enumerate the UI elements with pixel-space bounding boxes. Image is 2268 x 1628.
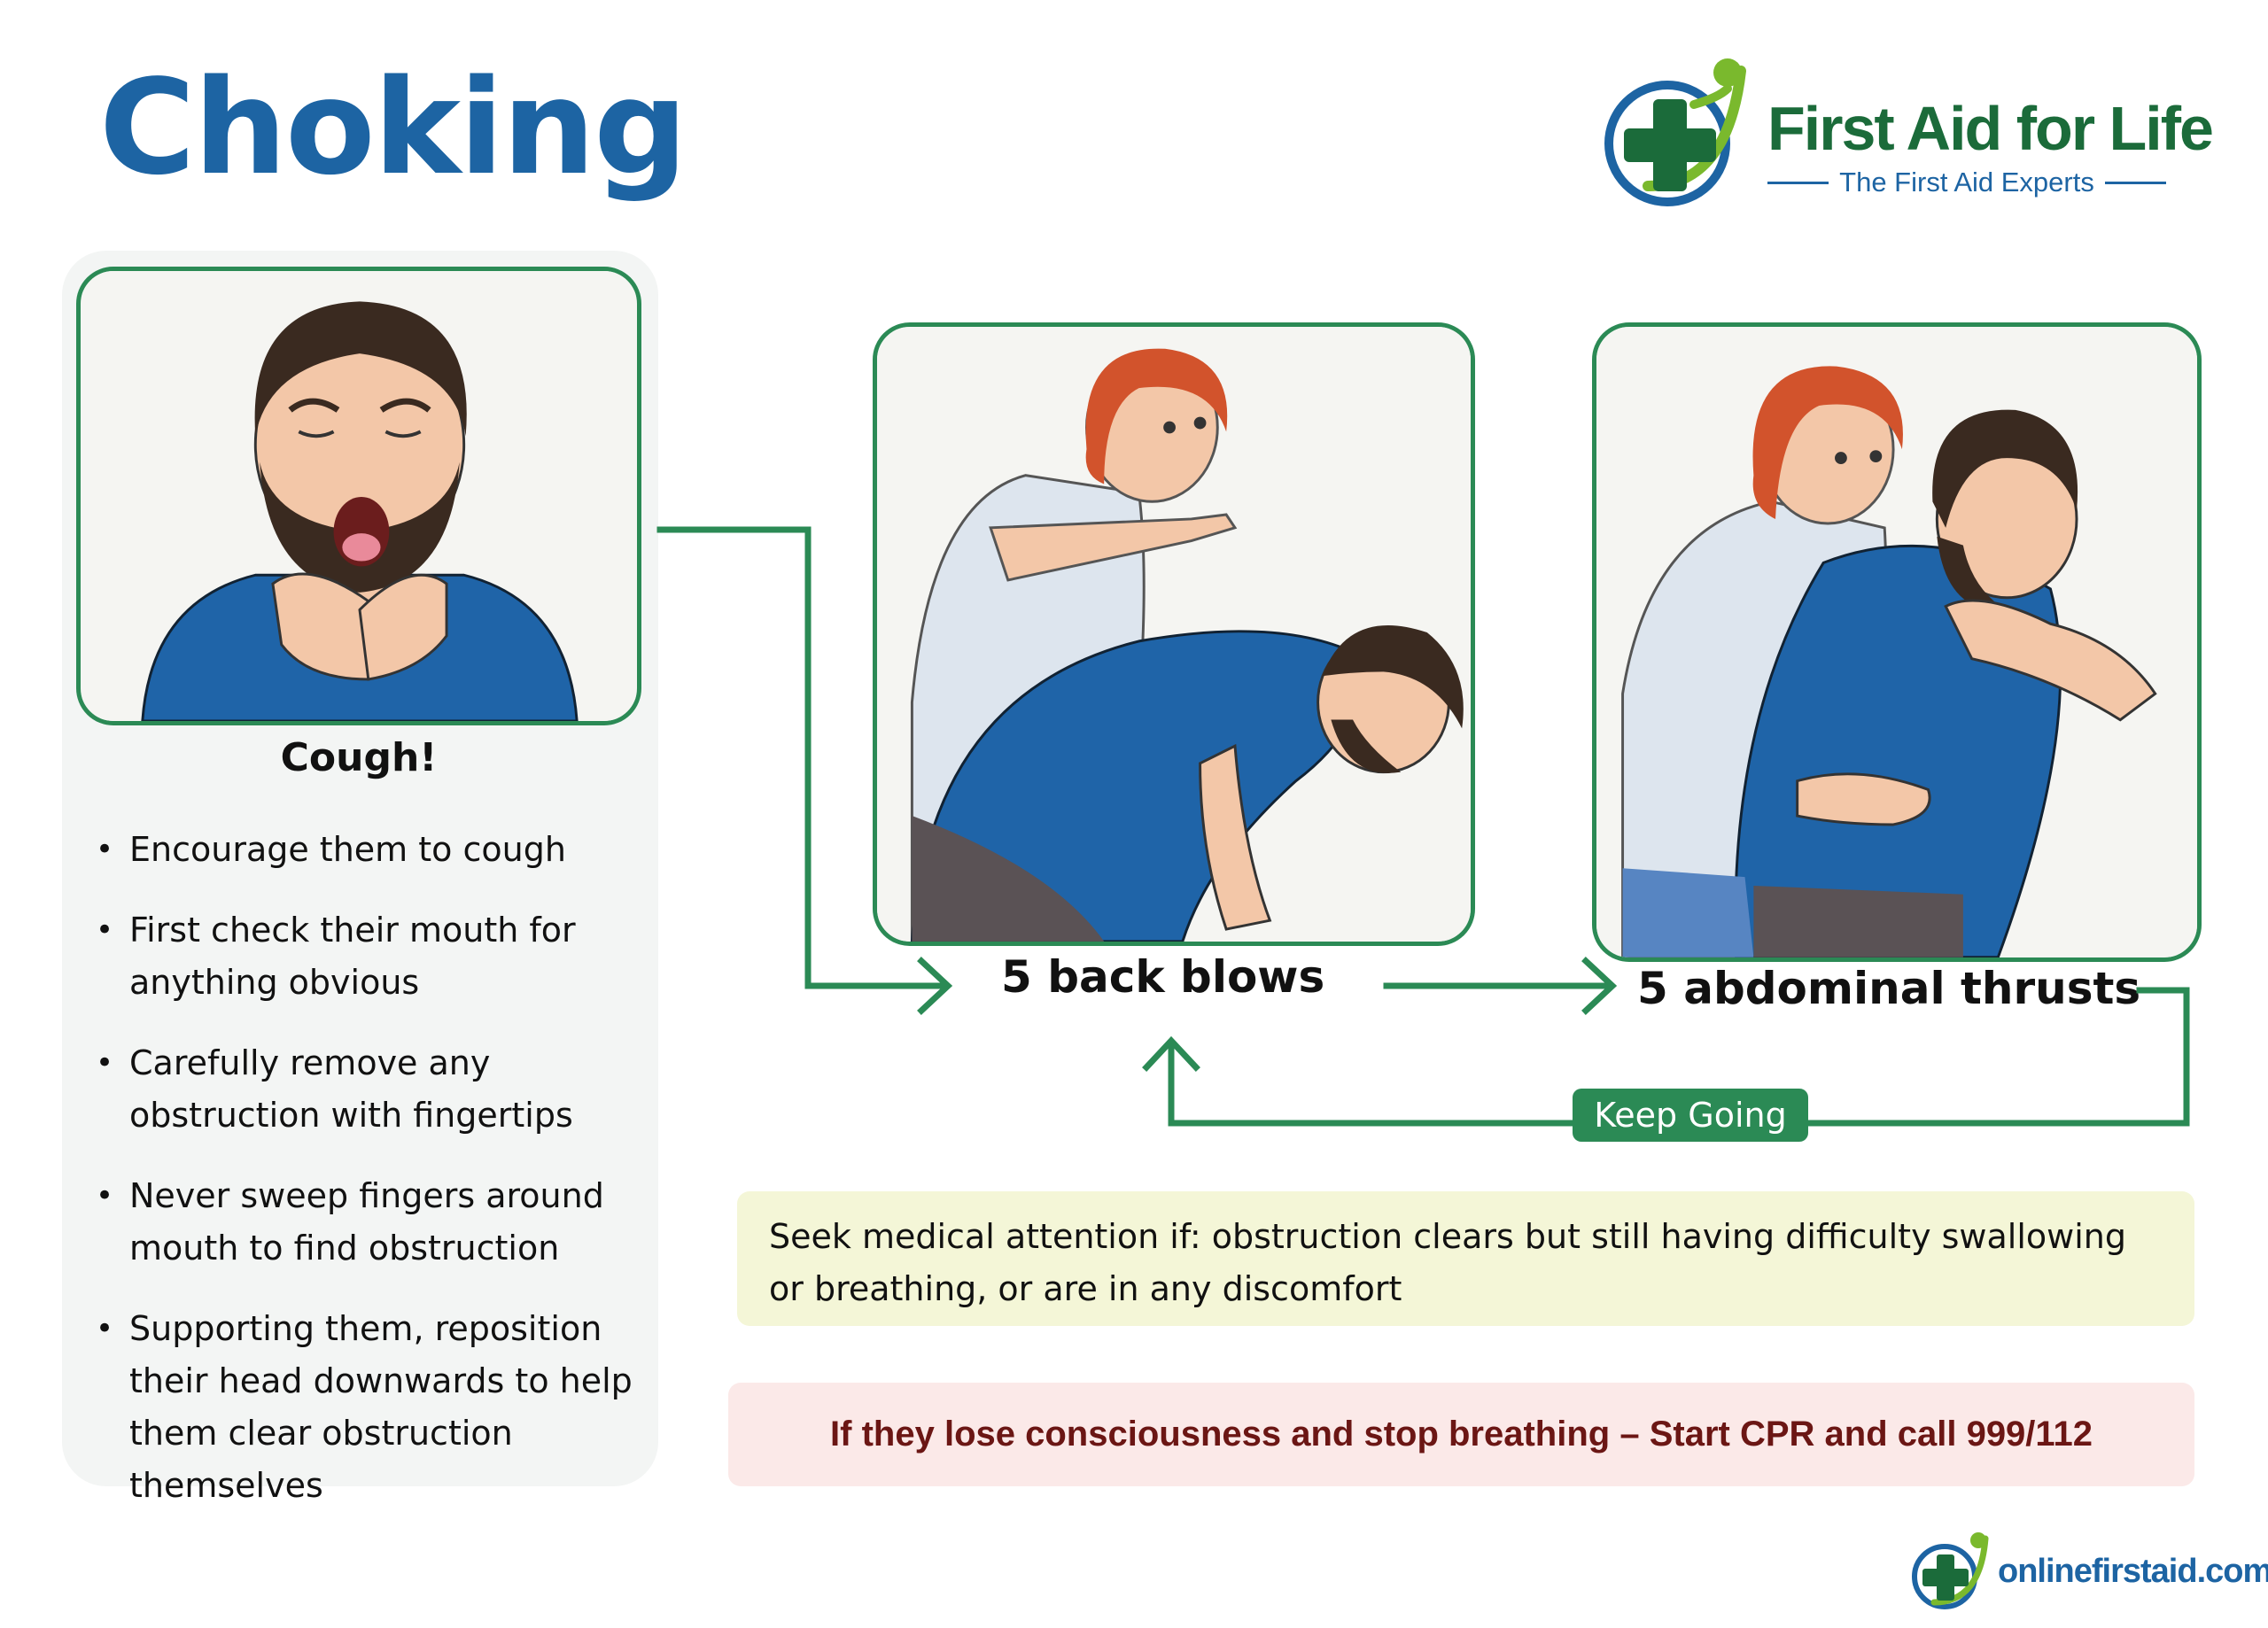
cpr-warning: If they lose consciousness and stop brea… xyxy=(728,1383,2194,1486)
abdominal-thrusts-label: 5 abdominal thrusts xyxy=(1637,963,2141,1014)
list-item: Encourage them to cough xyxy=(89,824,638,876)
list-item: Never sweep fingers around mouth to find… xyxy=(89,1170,638,1275)
keep-going-badge: Keep Going xyxy=(1573,1089,1808,1142)
abdominal-thrusts-icon xyxy=(1592,322,2202,962)
back-blows-icon xyxy=(873,322,1475,946)
site-url-text: onlinefirstaid.comTM xyxy=(1998,1553,2268,1590)
cross-person-icon xyxy=(1604,58,1746,206)
first-aid-for-life-logo: First Aid for Life The First Aid Experts xyxy=(1595,53,2214,213)
arrowhead-back-blows xyxy=(917,957,953,1015)
list-item: Supporting them, reposition their head d… xyxy=(89,1303,638,1512)
logo-brand-text: First Aid for Life xyxy=(1767,94,2214,163)
logo-tagline: The First Aid Experts xyxy=(1767,167,2166,198)
back-blows-label: 5 back blows xyxy=(1001,951,1325,1003)
list-item: Carefully remove any obstruction with fi… xyxy=(89,1037,638,1142)
list-item: First check their mouth for anything obv… xyxy=(89,904,638,1009)
onlinefirstaid-logo: onlinefirstaid.comTM xyxy=(1909,1528,2268,1616)
cross-person-icon xyxy=(1912,1532,1989,1609)
seek-medical-attention-note: Seek medical attention if: obstruction c… xyxy=(737,1191,2194,1326)
person-choking-icon xyxy=(76,267,641,725)
arrowhead-loop xyxy=(1142,1035,1200,1072)
page-title: Choking xyxy=(99,51,687,204)
cough-heading: Cough! xyxy=(280,735,438,780)
cough-instructions-list: Encourage them to cough First check thei… xyxy=(89,824,638,1540)
logo-tagline-text: The First Aid Experts xyxy=(1839,167,2094,198)
arrowhead-thrusts xyxy=(1581,957,1618,1015)
